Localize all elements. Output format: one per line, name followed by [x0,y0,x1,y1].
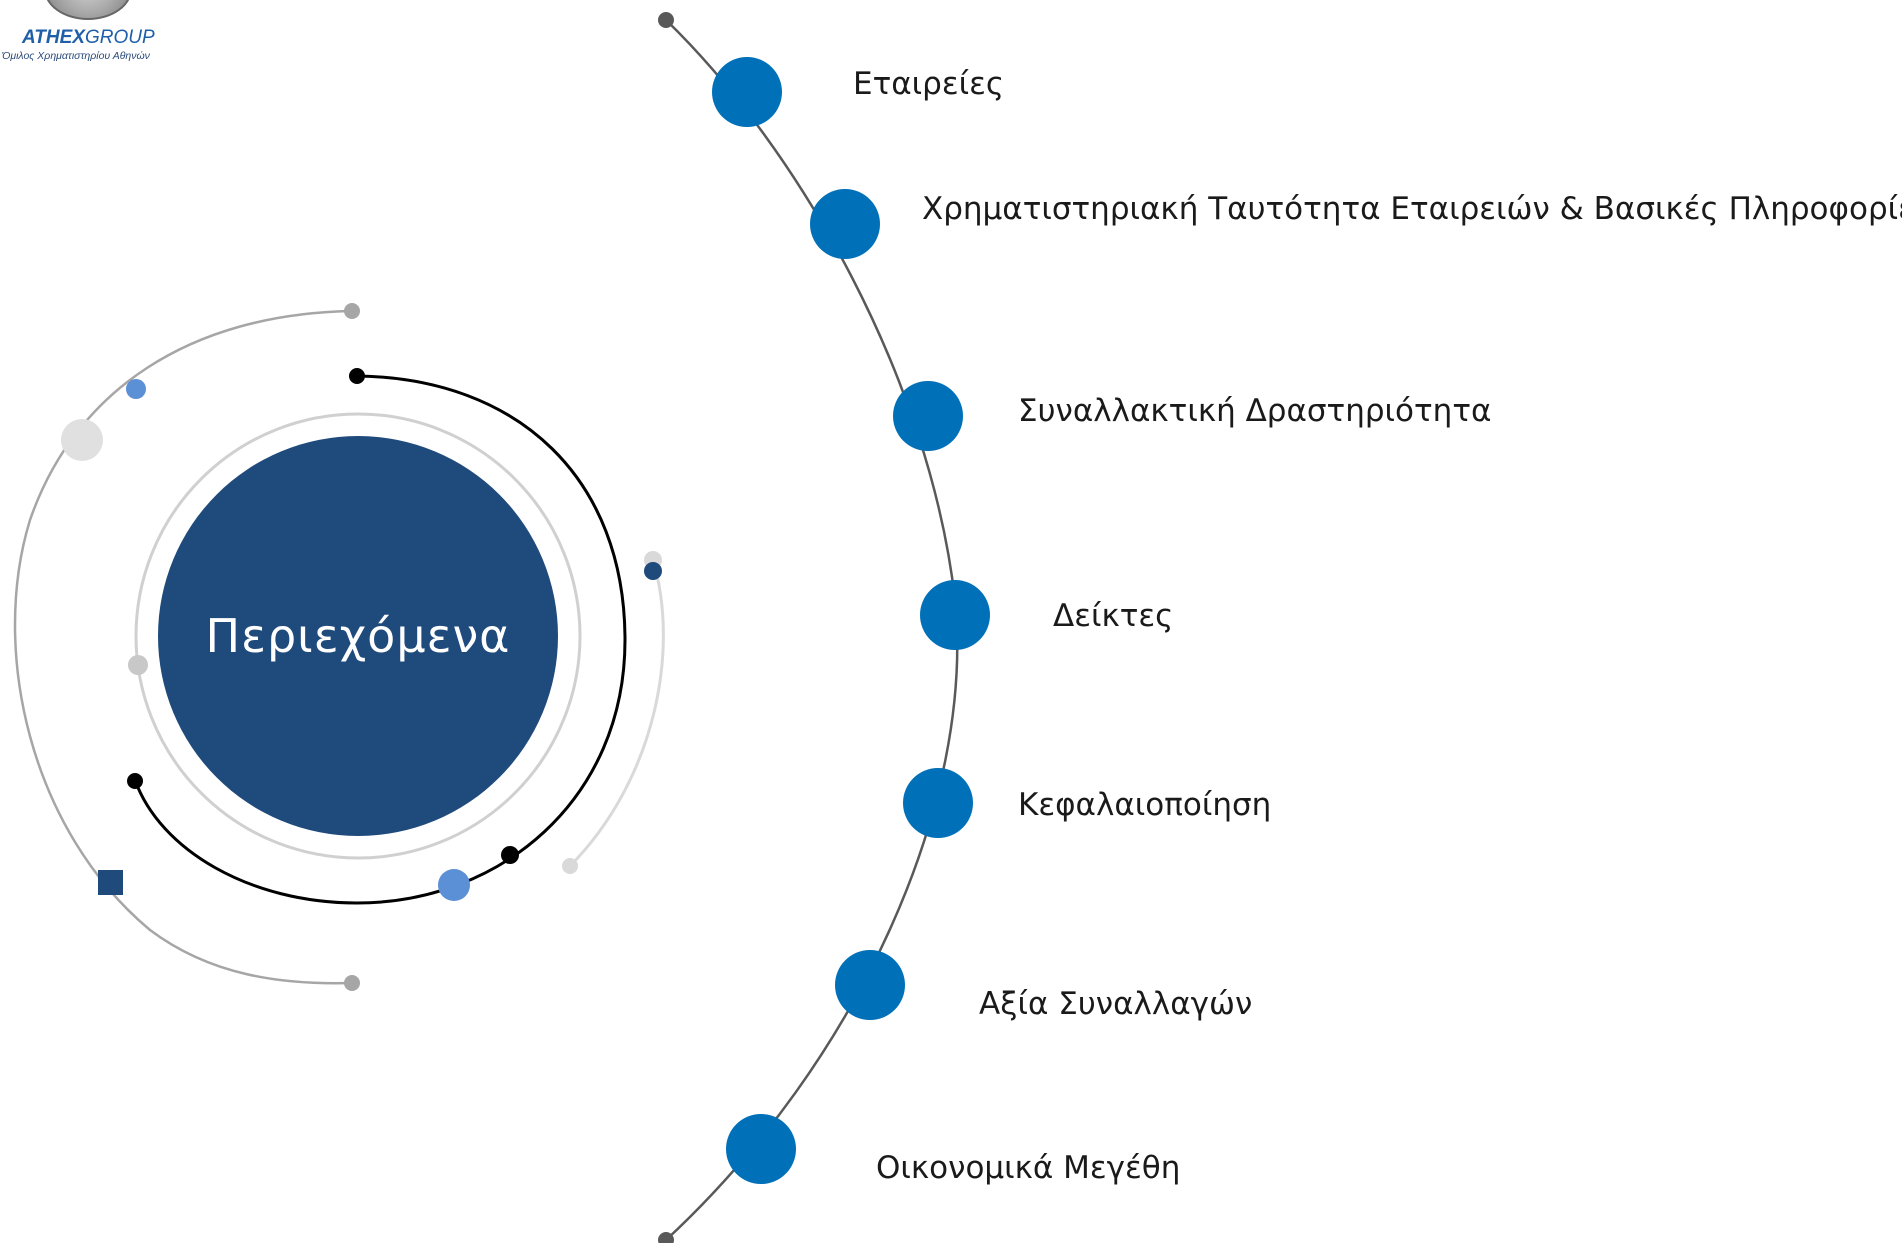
black-arc [133,374,627,905]
node-3[interactable] [893,381,963,451]
menu-item-companies[interactable]: Εταιρείες [853,66,1005,102]
black-dot-right [501,846,519,864]
node-6[interactable] [835,950,905,1020]
timeline-end-bottom [658,1232,674,1243]
menu-item-capitalization[interactable]: Κεφαλαιοποίηση [1018,787,1272,823]
ring-gray-dot [128,655,148,675]
menu-item-stock-identity[interactable]: Χρηματιστηριακή Ταυτότητα Εταιρειών & Βα… [922,191,1902,227]
outer-gray-arc [13,309,353,985]
athex-logo: ATHEXGROUP Όμιλος Χρηματιστηρίου Αθηνών [0,0,200,70]
gray-dot-top [344,303,360,319]
menu-item-trading-activity[interactable]: Συναλλακτική Δραστηριότητα [1018,393,1492,429]
page-title: Περιεχόμενα [205,609,511,663]
node-2[interactable] [810,189,880,259]
node-4[interactable] [920,580,990,650]
logo-brand: ATHEXGROUP [22,27,155,48]
large-gray-dot [61,419,103,461]
logo-subtitle: Όμιλος Χρηματιστηρίου Αθηνών [2,50,150,62]
node-7[interactable] [726,1114,796,1184]
node-5[interactable] [903,768,973,838]
menu-item-financials[interactable]: Οικονομικά Μεγέθη [876,1150,1181,1186]
center-circle [158,436,558,836]
inner-gray-ring [134,412,582,860]
timeline-curve [665,19,959,1241]
navy-square [98,870,123,895]
blue-dot-bottom [438,869,470,901]
gray-dot-bottom [344,975,360,991]
navy-dot [644,562,662,580]
menu-item-trade-value[interactable]: Αξία Συναλλαγών [979,986,1253,1022]
black-dot-left [127,773,143,789]
node-1[interactable] [712,57,782,127]
light-gray-arc [568,559,665,868]
light-blue-dot [126,379,146,399]
timeline-end-top [658,12,674,28]
black-dot-top [349,368,365,384]
light-gray-dot-bottom [562,858,578,874]
menu-item-indices[interactable]: Δείκτες [1053,598,1174,634]
